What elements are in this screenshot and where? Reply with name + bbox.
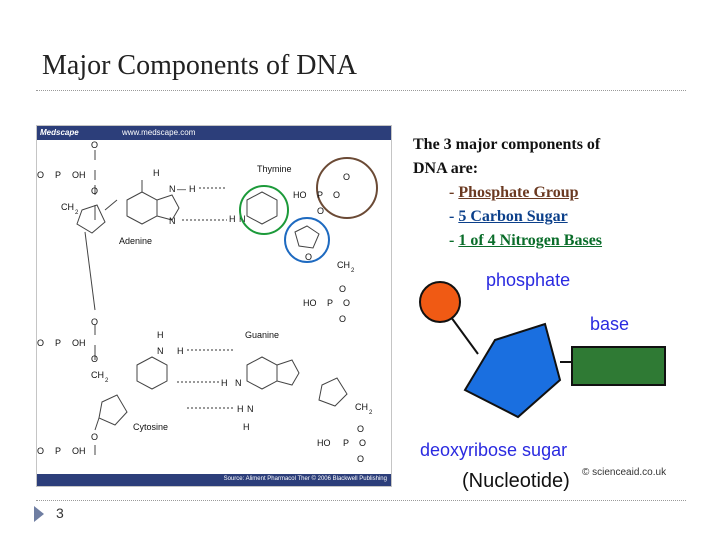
svg-text:O: O xyxy=(339,314,346,324)
svg-text:O: O xyxy=(305,252,312,262)
nucleotide-caption: (Nucleotide) xyxy=(462,470,570,492)
page-number: 3 xyxy=(56,505,64,521)
thymine-label: Thymine xyxy=(257,164,292,174)
adenine-label: Adenine xyxy=(119,236,152,246)
svg-text:H: H xyxy=(157,330,164,340)
nucleotide-diagram xyxy=(419,281,666,419)
svg-text:O: O xyxy=(37,338,44,348)
svg-text:CH: CH xyxy=(355,402,368,412)
list-item-bases: - 1 of 4 Nitrogen Bases xyxy=(449,232,603,249)
slide-marker-icon xyxy=(34,506,44,522)
dna-molecule-diagram: O O P OH O CH2 O O P OH O CH2 O O P OH A… xyxy=(37,140,378,464)
svg-text:O: O xyxy=(37,446,44,456)
list-item-sugar: - 5 Carbon Sugar xyxy=(449,208,568,225)
list-item-phosphate: - Phosphate Group xyxy=(449,184,579,201)
phosphate-label: phosphate xyxy=(486,270,571,290)
base-rectangle xyxy=(571,346,666,386)
intro-line-1: The 3 major components of xyxy=(413,136,601,153)
left-backbone xyxy=(76,150,128,455)
svg-text:P: P xyxy=(327,298,333,308)
svg-text:P: P xyxy=(317,190,323,200)
svg-text:H: H xyxy=(237,404,244,414)
svg-text:P: P xyxy=(55,338,61,348)
sugar-label: deoxyribose sugar xyxy=(420,440,568,460)
svg-text:N: N xyxy=(247,404,254,414)
svg-text:O: O xyxy=(91,186,98,196)
title-divider xyxy=(36,90,686,91)
svg-text:2: 2 xyxy=(105,378,109,384)
svg-text:HO: HO xyxy=(293,190,307,200)
svg-text:HO: HO xyxy=(317,438,331,448)
svg-text:N: N xyxy=(235,378,242,388)
thymine-structure xyxy=(246,191,278,225)
svg-text:OH: OH xyxy=(72,338,86,348)
guanine-label: Guanine xyxy=(245,330,279,340)
svg-text:—: — xyxy=(177,184,186,194)
base-highlight-circle xyxy=(239,185,289,235)
figure-source-bar: Source: Aliment Pharmacol Ther © 2006 Bl… xyxy=(37,474,391,486)
copyright-text: © scienceaid.co.uk xyxy=(582,467,667,478)
svg-text:N: N xyxy=(157,346,164,356)
base-label: base xyxy=(590,314,630,334)
svg-text:H: H xyxy=(153,168,160,178)
svg-text:N: N xyxy=(169,216,176,226)
svg-text:H: H xyxy=(229,214,236,224)
svg-text:P: P xyxy=(343,438,349,448)
svg-text:P: P xyxy=(55,446,61,456)
adenine-structure xyxy=(126,180,180,225)
svg-text:H: H xyxy=(189,184,196,194)
svg-text:H: H xyxy=(177,346,184,356)
svg-text:O: O xyxy=(91,354,98,364)
svg-text:OH: OH xyxy=(72,446,86,456)
sugar-pentagon xyxy=(463,322,562,419)
medscape-url: www.medscape.com xyxy=(122,128,196,137)
footer-divider xyxy=(36,500,686,501)
svg-text:O: O xyxy=(357,424,364,434)
svg-text:CH: CH xyxy=(61,202,74,212)
svg-text:2: 2 xyxy=(351,268,355,274)
atom-o: O xyxy=(91,140,98,150)
figure-header-bar: Medscape www.medscape.com xyxy=(37,126,391,140)
svg-text:2: 2 xyxy=(369,410,373,416)
svg-text:2: 2 xyxy=(75,210,79,216)
svg-text:N: N xyxy=(169,184,176,194)
svg-text:O: O xyxy=(339,284,346,294)
svg-text:O: O xyxy=(357,454,364,464)
svg-text:O: O xyxy=(91,317,98,327)
medscape-logo: Medscape xyxy=(40,128,79,137)
guanine-structure xyxy=(246,356,348,407)
svg-text:CH: CH xyxy=(337,260,350,270)
svg-text:OH: OH xyxy=(72,170,86,180)
svg-text:O: O xyxy=(343,298,350,308)
svg-text:O: O xyxy=(359,438,366,448)
intro-line-2: DNA are: xyxy=(413,160,479,177)
atom-p: P xyxy=(55,170,61,180)
sugar-highlight-circle xyxy=(284,217,330,263)
svg-text:O: O xyxy=(317,206,324,216)
svg-text:O: O xyxy=(37,170,44,180)
svg-text:H: H xyxy=(243,422,250,432)
svg-text:CH: CH xyxy=(91,370,104,380)
svg-text:H: H xyxy=(221,378,228,388)
svg-text:O: O xyxy=(343,172,350,182)
figure-source-text: Source: Aliment Pharmacol Ther © 2006 Bl… xyxy=(223,476,387,482)
svg-text:O: O xyxy=(333,190,340,200)
phosphate-highlight-circle xyxy=(316,157,378,219)
components-text-block: The 3 major components of DNA are: - Pho… xyxy=(413,133,693,253)
cytosine-label: Cytosine xyxy=(133,422,168,432)
svg-text:HO: HO xyxy=(303,298,317,308)
phosphate-circle xyxy=(419,281,461,323)
slide-title: Major Components of DNA xyxy=(42,50,357,81)
svg-text:O: O xyxy=(91,432,98,442)
cytosine-structure xyxy=(136,356,168,390)
